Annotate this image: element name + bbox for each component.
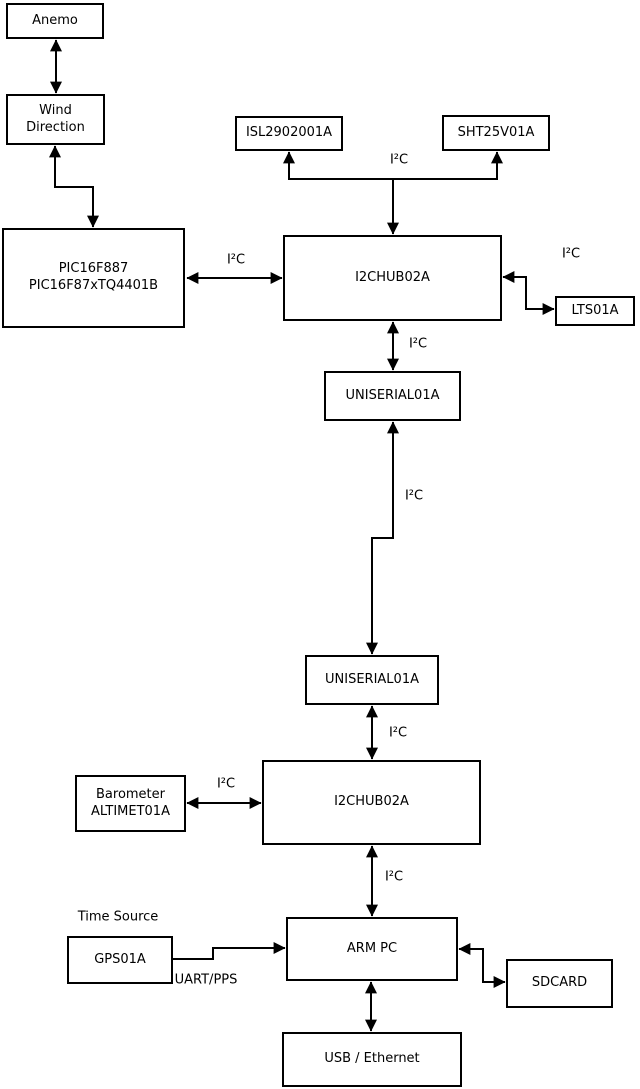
block-wind-direction-line1: Wind <box>39 102 72 118</box>
label-i2c-hub1-uniserial1: I²C <box>408 336 428 352</box>
label-uart-pps: UART/PPS <box>174 972 238 988</box>
block-pic16f887-line2: PIC16F87xTQ4401B <box>28 278 159 293</box>
block-isl2902001a: ISL2902001A <box>235 116 343 151</box>
block-barometer-altimet01a: Barometer ALTIMET01A <box>75 775 186 832</box>
block-lts01a-label: LTS01A <box>571 302 619 318</box>
label-i2c-uniserial2-hub2: I²C <box>388 725 408 741</box>
block-lts01a: LTS01A <box>555 296 635 326</box>
block-isl2902001a-label: ISL2902001A <box>245 125 333 141</box>
block-sdcard-label: SDCARD <box>531 975 588 991</box>
connector-gps-armpc <box>173 942 286 960</box>
block-i2chub02a-1-label: I2CHUB02A <box>355 269 430 285</box>
block-pic16f887: PIC16F887 PIC16F87xTQ4401B <box>2 228 185 328</box>
block-uniserial01a-2-label: UNISERIAL01A <box>325 671 419 687</box>
label-i2c-hub2-armpc: I²C <box>384 869 404 885</box>
block-uniserial01a-2: UNISERIAL01A <box>305 655 439 705</box>
block-sht25v01a: SHT25V01A <box>442 115 550 151</box>
label-i2c-hub1-lts: I²C <box>561 246 581 262</box>
block-i2chub02a-2: I2CHUB02A <box>262 760 481 845</box>
connector-armpc-sdcard <box>458 943 506 988</box>
block-sht25v01a-label: SHT25V01A <box>457 124 535 140</box>
connector-uniserial1-uniserial2 <box>366 421 399 655</box>
block-gps01a: GPS01A <box>67 936 173 984</box>
block-usb-ethernet-label: USB / Ethernet <box>324 1051 420 1067</box>
block-barometer-line1: Barometer <box>96 786 165 802</box>
block-wind-direction: Wind Direction <box>6 94 105 145</box>
label-i2c-pic-hub1: I²C <box>226 252 246 268</box>
block-arm-pc: ARM PC <box>286 917 458 981</box>
block-uniserial01a-1: UNISERIAL01A <box>324 371 461 421</box>
block-barometer-line2: ALTIMET01A <box>91 803 170 819</box>
label-i2c-barometer-hub2: I²C <box>216 776 236 792</box>
block-pic16f887-line1: PIC16F887 <box>58 261 129 277</box>
label-i2c-sensors: I²C <box>389 152 409 168</box>
label-i2c-backbone: I²C <box>404 488 424 504</box>
block-arm-pc-label: ARM PC <box>346 940 398 956</box>
block-uniserial01a-1-label: UNISERIAL01A <box>345 387 440 403</box>
label-time-source: Time Source <box>77 909 159 925</box>
block-usb-ethernet: USB / Ethernet <box>282 1032 462 1087</box>
block-anemo: Anemo <box>6 3 104 39</box>
block-i2chub02a-1: I2CHUB02A <box>283 235 502 321</box>
block-i2chub02a-2-label: I2CHUB02A <box>334 794 409 810</box>
block-anemo-label: Anemo <box>32 12 78 28</box>
block-gps01a-label: GPS01A <box>94 951 146 967</box>
connector-hub1-lts <box>502 271 555 315</box>
block-sdcard: SDCARD <box>506 959 613 1008</box>
connector-winddirection-pic <box>49 145 99 228</box>
block-wind-direction-line2: Direction <box>26 119 85 135</box>
